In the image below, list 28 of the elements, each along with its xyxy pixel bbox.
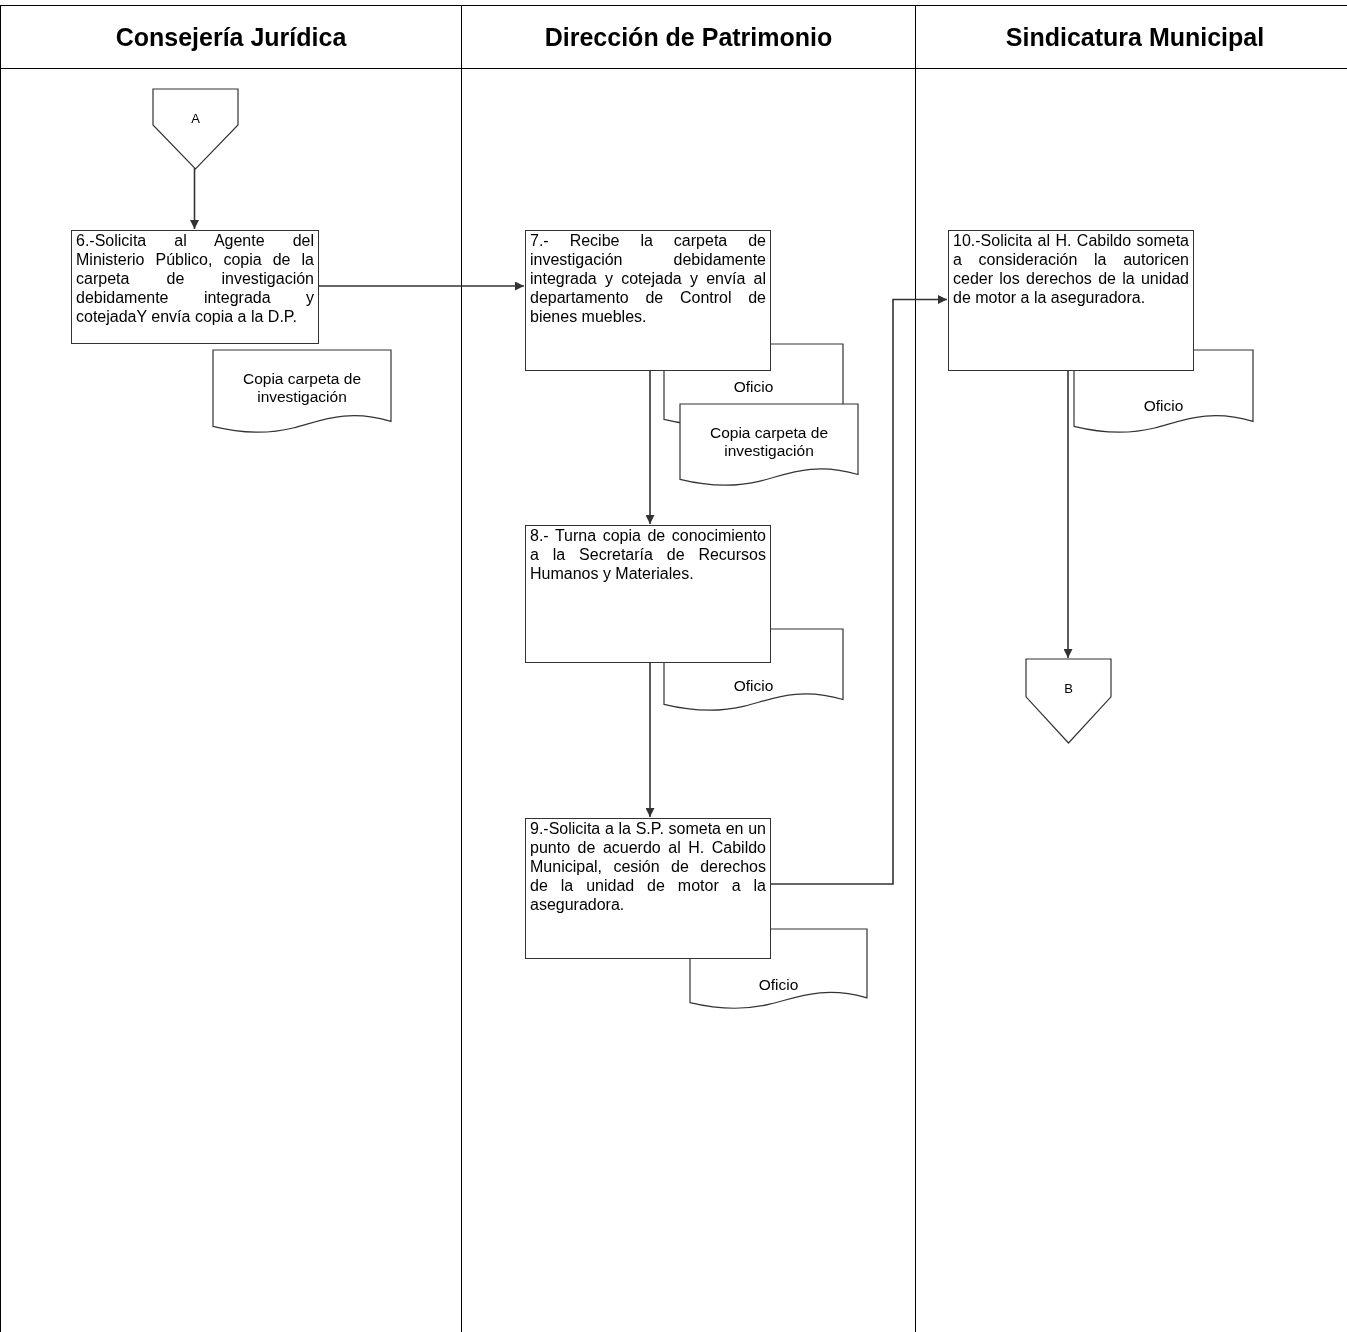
arrow xyxy=(645,661,655,818)
swimlane xyxy=(0,5,462,1332)
document-shape xyxy=(680,404,858,486)
document-label: Copia carpeta de investigación xyxy=(708,424,830,461)
lane-header: Sindicatura Municipal xyxy=(1005,22,1265,52)
offpage-connector xyxy=(1026,659,1111,743)
process-box xyxy=(71,230,319,344)
document-label: Oficio xyxy=(1142,397,1185,416)
lane-header: Consejería Jurídica xyxy=(115,22,347,52)
step-text: 10.-Solicita al H. Cabildo someta a consideración la autoricen ceder los derechos de la unidad de motor a la aseguradora. xyxy=(953,231,1189,307)
lane-header: Dirección de Patrimonio xyxy=(544,22,833,52)
arrow xyxy=(190,167,199,230)
document-label: Oficio xyxy=(757,976,800,995)
step-text: 6.-Solicita al Agente del Ministerio Público, copia de la carpeta de investigación debidamente integrada y cotejadaY envía copia a la D.P. xyxy=(76,231,314,326)
step-text: 7.- Recibe la carpeta de investigación debidamente integrada y cotejada y envía al departamento de Control de bienes muebles. xyxy=(530,231,766,326)
document-shape xyxy=(213,350,391,433)
arrow xyxy=(769,295,948,885)
step-text: 8.- Turna copia de conocimiento a la Secretaría de Recursos Humanos y Materiales. xyxy=(530,526,766,583)
arrow xyxy=(645,369,655,525)
connector-label: B xyxy=(1063,681,1074,696)
connector-label: A xyxy=(190,111,201,126)
step-text: 9.-Solicita a la S.P. someta en un punto de acuerdo al H. Cabildo Municipal, cesión de derechos de la unidad de motor a la aseguradora. xyxy=(530,819,766,914)
arrow xyxy=(317,281,525,291)
document-label: Oficio xyxy=(732,378,775,397)
arrow xyxy=(1063,369,1073,659)
document-label: Copia carpeta de investigación xyxy=(241,370,363,407)
offpage-connector xyxy=(153,89,238,169)
document-label: Oficio xyxy=(732,677,775,696)
